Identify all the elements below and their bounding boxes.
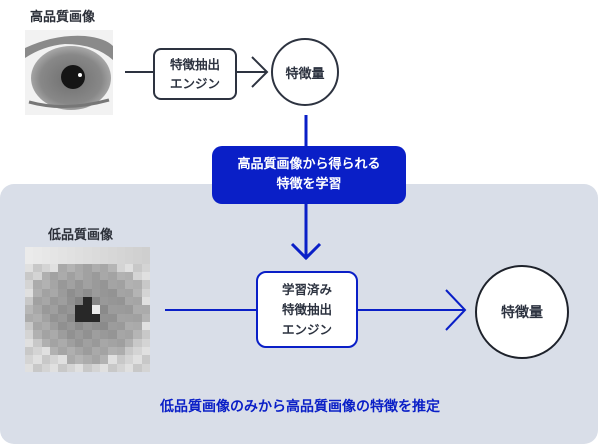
low-quality-pixelated-eye-image xyxy=(25,247,150,372)
high-quality-eye-image xyxy=(25,30,113,115)
feature-output-circle-bottom: 特徴量 xyxy=(475,265,569,359)
feature-output-label: 特徴量 xyxy=(501,305,543,321)
trained-engine-line2: 特徴抽出 xyxy=(281,301,332,317)
learning-label-line2: 特徴を学習 xyxy=(276,177,342,192)
trained-engine-line1: 学習済み xyxy=(281,281,332,297)
trained-feature-extraction-engine-box: 学習済み 特徴抽出 エンジン xyxy=(256,271,358,348)
learning-label-line1: 高品質画像から得られる xyxy=(237,157,381,172)
high-quality-image-label: 高品質画像 xyxy=(30,10,96,25)
learning-step-box: 高品質画像から得られる 特徴を学習 xyxy=(212,146,406,204)
low-quality-image-label: 低品質画像 xyxy=(48,228,114,243)
feature-output-label: 特徴量 xyxy=(285,66,325,82)
summary-caption: 低品質画像のみから高品質画像の特徴を推定 xyxy=(160,399,440,415)
trained-engine-line3: エンジン xyxy=(281,321,332,337)
feature-extraction-engine-box: 特徴抽出 エンジン xyxy=(153,48,237,100)
engine-label-line2: エンジン xyxy=(169,76,220,91)
engine-label-line1: 特徴抽出 xyxy=(169,57,220,72)
feature-output-circle-top: 特徴量 xyxy=(271,38,339,106)
